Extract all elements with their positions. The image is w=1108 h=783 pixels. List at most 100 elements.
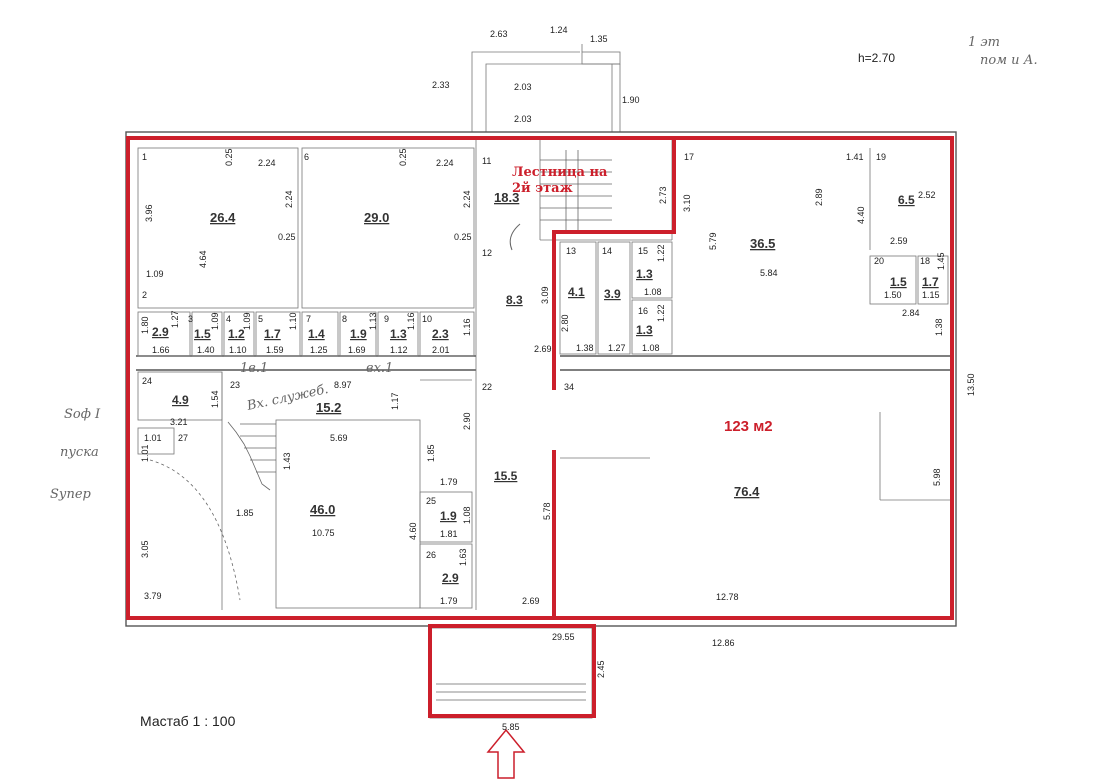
- dim-label: 4.64: [198, 250, 208, 268]
- dim-label: 2.69: [534, 344, 552, 354]
- room-area: 15.5: [494, 469, 518, 483]
- dim-label: 3.21: [170, 417, 188, 427]
- room-area: 4.1: [568, 285, 585, 299]
- room-number: 2: [142, 290, 147, 300]
- room-area: 1.2: [228, 327, 245, 341]
- room-area: 6.5: [898, 193, 915, 207]
- room-number: 13: [566, 246, 576, 256]
- dim-label: 1.50: [884, 290, 902, 300]
- room-number: 34: [564, 382, 574, 392]
- dim-label: 2.33: [432, 80, 450, 90]
- dim-label: 1.41: [846, 152, 864, 162]
- dim-label: 2.03: [514, 114, 532, 124]
- stair-note: Лестница на: [512, 165, 608, 180]
- steps-bottom: [436, 683, 586, 701]
- room-area: 1.5: [890, 275, 907, 289]
- dim-label: 1.22: [656, 244, 666, 262]
- dim-label: 1.85: [236, 508, 254, 518]
- dim-label: 1.59: [266, 345, 284, 355]
- dim-label: 3.10: [682, 194, 692, 212]
- room-number: 27: [178, 433, 188, 443]
- dim-label: 1.27: [170, 310, 180, 328]
- dim-label: 1.40: [197, 345, 215, 355]
- room-area: 4.9: [172, 393, 189, 407]
- dim-label: 2.24: [284, 190, 294, 208]
- room-number: 10: [422, 314, 432, 324]
- room-area: 1.7: [922, 275, 939, 289]
- scale-label: Мастаб 1 : 100: [140, 713, 236, 729]
- dim-label: 1.35: [590, 34, 608, 44]
- dim-label: 1.69: [348, 345, 366, 355]
- room-number: 8: [342, 314, 347, 324]
- room-area: 2.9: [152, 325, 169, 339]
- dim-label: 1.15: [922, 290, 940, 300]
- dim-label: 1.85: [426, 444, 436, 462]
- dim-label: 1.24: [550, 25, 568, 35]
- dim-label: 1.09: [210, 312, 220, 330]
- dim-label: 8.97: [334, 380, 352, 390]
- dim-label: 1.66: [152, 345, 170, 355]
- dim-label: 1.01: [144, 433, 162, 443]
- dim-label: 2.03: [514, 82, 532, 92]
- dim-label: 1.25: [310, 345, 328, 355]
- room-area: 2.3: [432, 327, 449, 341]
- dim-label: 5.85: [502, 722, 520, 732]
- top-extension: [471, 44, 621, 132]
- dim-label: 5.84: [760, 268, 778, 278]
- dim-label: 1.38: [934, 318, 944, 336]
- room-area: 76.4: [734, 484, 760, 499]
- dim-label: 1.80: [140, 316, 150, 334]
- dim-label: 1.79: [440, 477, 458, 487]
- staircase-main: [540, 150, 612, 230]
- dim-label: 1.08: [644, 287, 662, 297]
- dim-label: 1.54: [210, 390, 220, 408]
- room-area: 1.3: [390, 327, 407, 341]
- handwritten-note: вх.1: [366, 361, 393, 376]
- dim-label: 1.12: [390, 345, 408, 355]
- handwritten-note: 1в.1: [240, 361, 268, 376]
- dim-label: 1.09: [146, 269, 164, 279]
- dim-label: 3.09: [540, 286, 550, 304]
- dim-label: 2.84: [902, 308, 920, 318]
- room-number: 5: [258, 314, 263, 324]
- dim-label: 12.86: [712, 638, 735, 648]
- room-number: 23: [230, 380, 240, 390]
- room-area: 1.9: [350, 327, 367, 341]
- dim-label: 2.01: [432, 345, 450, 355]
- dim-label: 1.08: [642, 343, 660, 353]
- room-area: 8.3: [506, 293, 523, 307]
- dim-label: 1.81: [440, 529, 458, 539]
- dim-label: 3.79: [144, 591, 162, 601]
- dim-label: 1.01: [140, 444, 150, 462]
- dim-label: 3.05: [140, 540, 150, 558]
- ceiling-height-label: h=2.70: [858, 51, 895, 65]
- room-number: 19: [876, 152, 886, 162]
- dim-label: 10.75: [312, 528, 335, 538]
- stair-note: 2й этаж: [512, 181, 573, 196]
- dim-label: 12.78: [716, 592, 739, 602]
- room-number: 26: [426, 550, 436, 560]
- room-area: 1.4: [308, 327, 325, 341]
- handwritten-note: Sупер: [50, 487, 92, 502]
- room-area: 46.0: [310, 502, 335, 517]
- dim-label: 2.45: [596, 660, 606, 678]
- handwritten-note: пом и А.: [980, 53, 1038, 68]
- dim-label: 1.63: [458, 548, 468, 566]
- curved-arrow-icon: [509, 223, 521, 251]
- dim-label: 2.24: [258, 158, 276, 168]
- room-number: 9: [384, 314, 389, 324]
- room-area: 1.9: [440, 509, 457, 523]
- room-area: 1.3: [636, 323, 653, 337]
- dim-label: 1.09: [242, 312, 252, 330]
- dim-label: 0.25: [454, 232, 472, 242]
- room-number: 25: [426, 496, 436, 506]
- handwritten-note: 1 эт: [968, 35, 1000, 50]
- room-number: 14: [602, 246, 612, 256]
- room-area: 18.3: [494, 190, 519, 205]
- dim-label: 2.24: [462, 190, 472, 208]
- dim-label: 1.16: [462, 318, 472, 336]
- dim-label: 0.25: [398, 148, 408, 166]
- dim-label: 2.63: [490, 29, 508, 39]
- room-number: 7: [306, 314, 311, 324]
